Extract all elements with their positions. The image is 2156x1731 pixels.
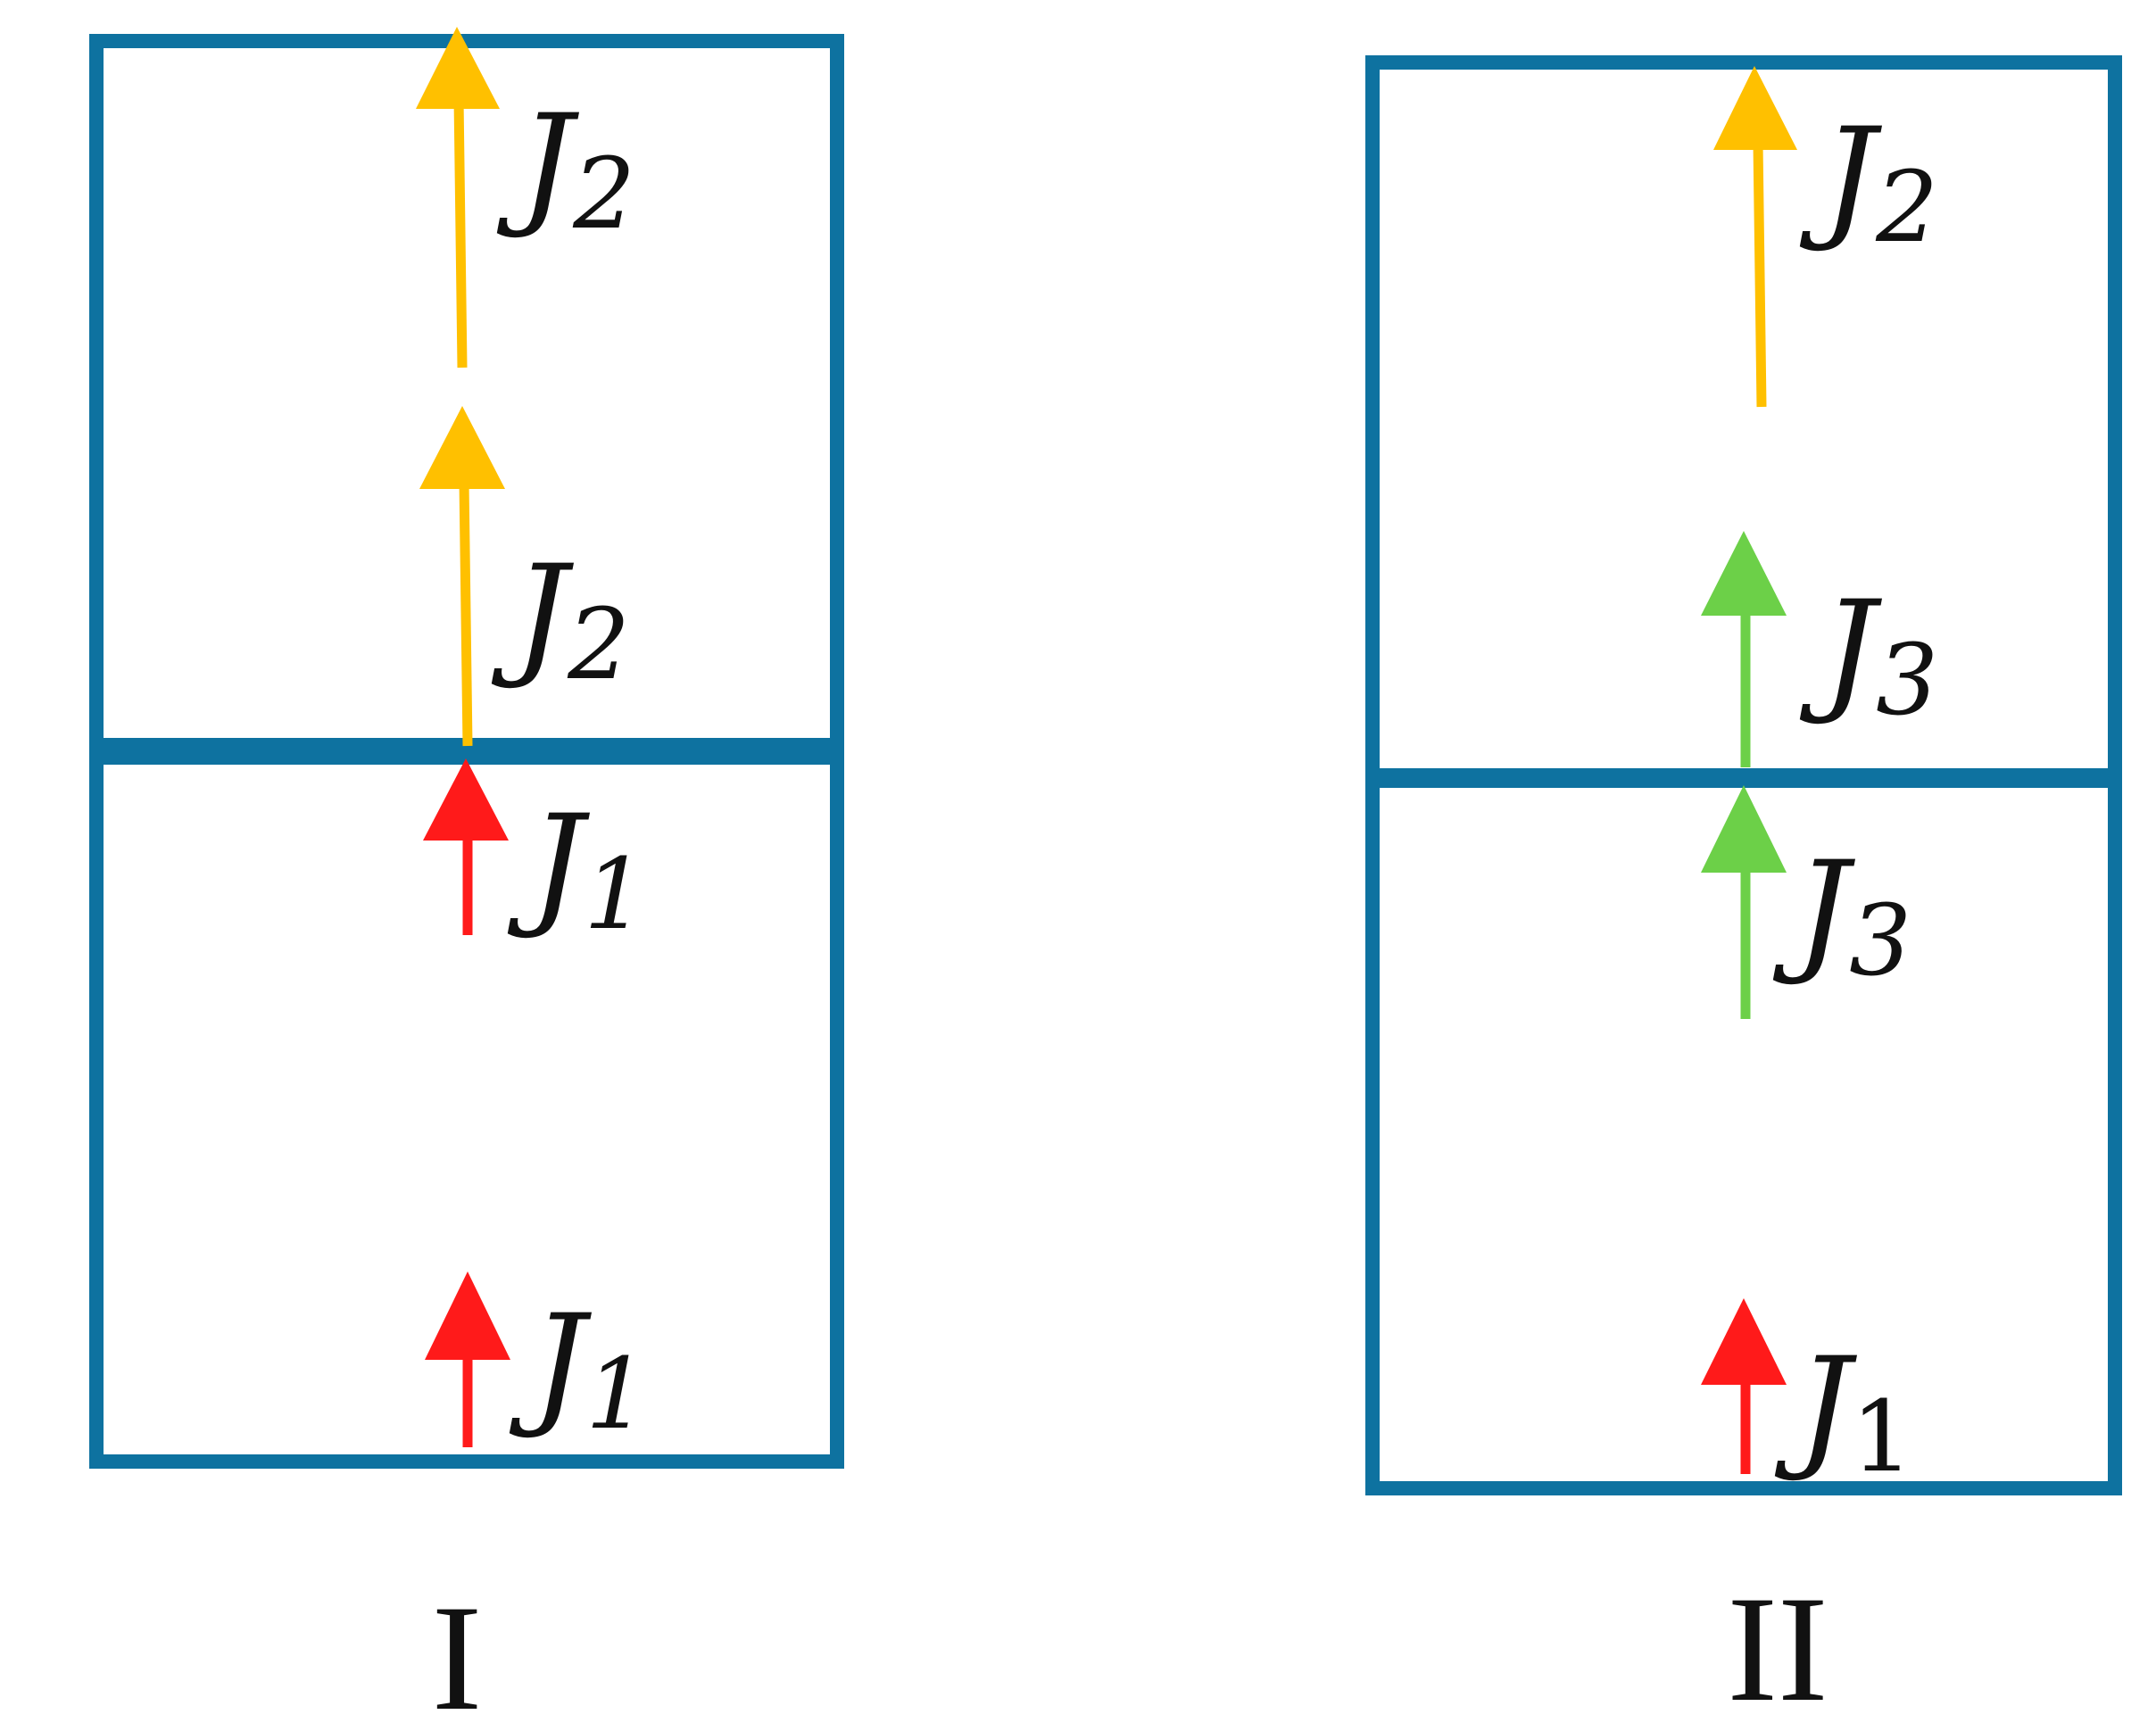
- panel-ii: J2 J3 J3 J1 II: [1365, 55, 2122, 1731]
- panel-i-bottom-arrow-1: [423, 758, 509, 935]
- panel-i-bottom-arrow-2: [425, 1271, 510, 1447]
- arrow-head: [1701, 785, 1787, 873]
- arrow-head: [425, 1271, 510, 1360]
- panel-ii-bottom-arrow-2: [1701, 1298, 1787, 1474]
- panel-i-bottom-label-1: J1: [507, 787, 646, 951]
- panel-i-top-label-1: J2: [496, 87, 635, 251]
- panel-i-top-label-2: J2: [491, 537, 630, 701]
- arrow-shaft: [453, 97, 468, 369]
- panel-ii-top-label-2: J3: [1799, 573, 1938, 737]
- panel-i-label: I: [432, 1574, 483, 1731]
- panel-i: J2 J2 J1 J1 I: [89, 27, 844, 1731]
- arrow-head: [1701, 1298, 1787, 1385]
- arrow-shaft: [1753, 142, 1767, 408]
- panel-i-bottom-label-2: J1: [509, 1287, 648, 1451]
- panel-ii-label: II: [1727, 1565, 1828, 1731]
- panel-ii-bottom-arrow-1: [1701, 785, 1787, 1019]
- arrow-head: [423, 758, 509, 841]
- panel-ii-bottom-label-1: J3: [1772, 833, 1911, 998]
- panel-ii-top-arrow-2: [1701, 531, 1787, 767]
- arrow-head: [419, 406, 505, 489]
- panel-ii-bottom-label-2: J1: [1774, 1329, 1913, 1494]
- panel-ii-top-label-1: J2: [1799, 100, 1938, 264]
- panel-i-top-arrow-2: [419, 406, 505, 747]
- arrow-head: [416, 27, 500, 109]
- arrow-head: [1713, 66, 1797, 150]
- arrow-head: [1701, 531, 1787, 616]
- panel-i-top-arrow-1: [416, 27, 500, 369]
- panel-ii-top-arrow-1: [1713, 66, 1797, 408]
- arrow-shaft: [459, 481, 473, 747]
